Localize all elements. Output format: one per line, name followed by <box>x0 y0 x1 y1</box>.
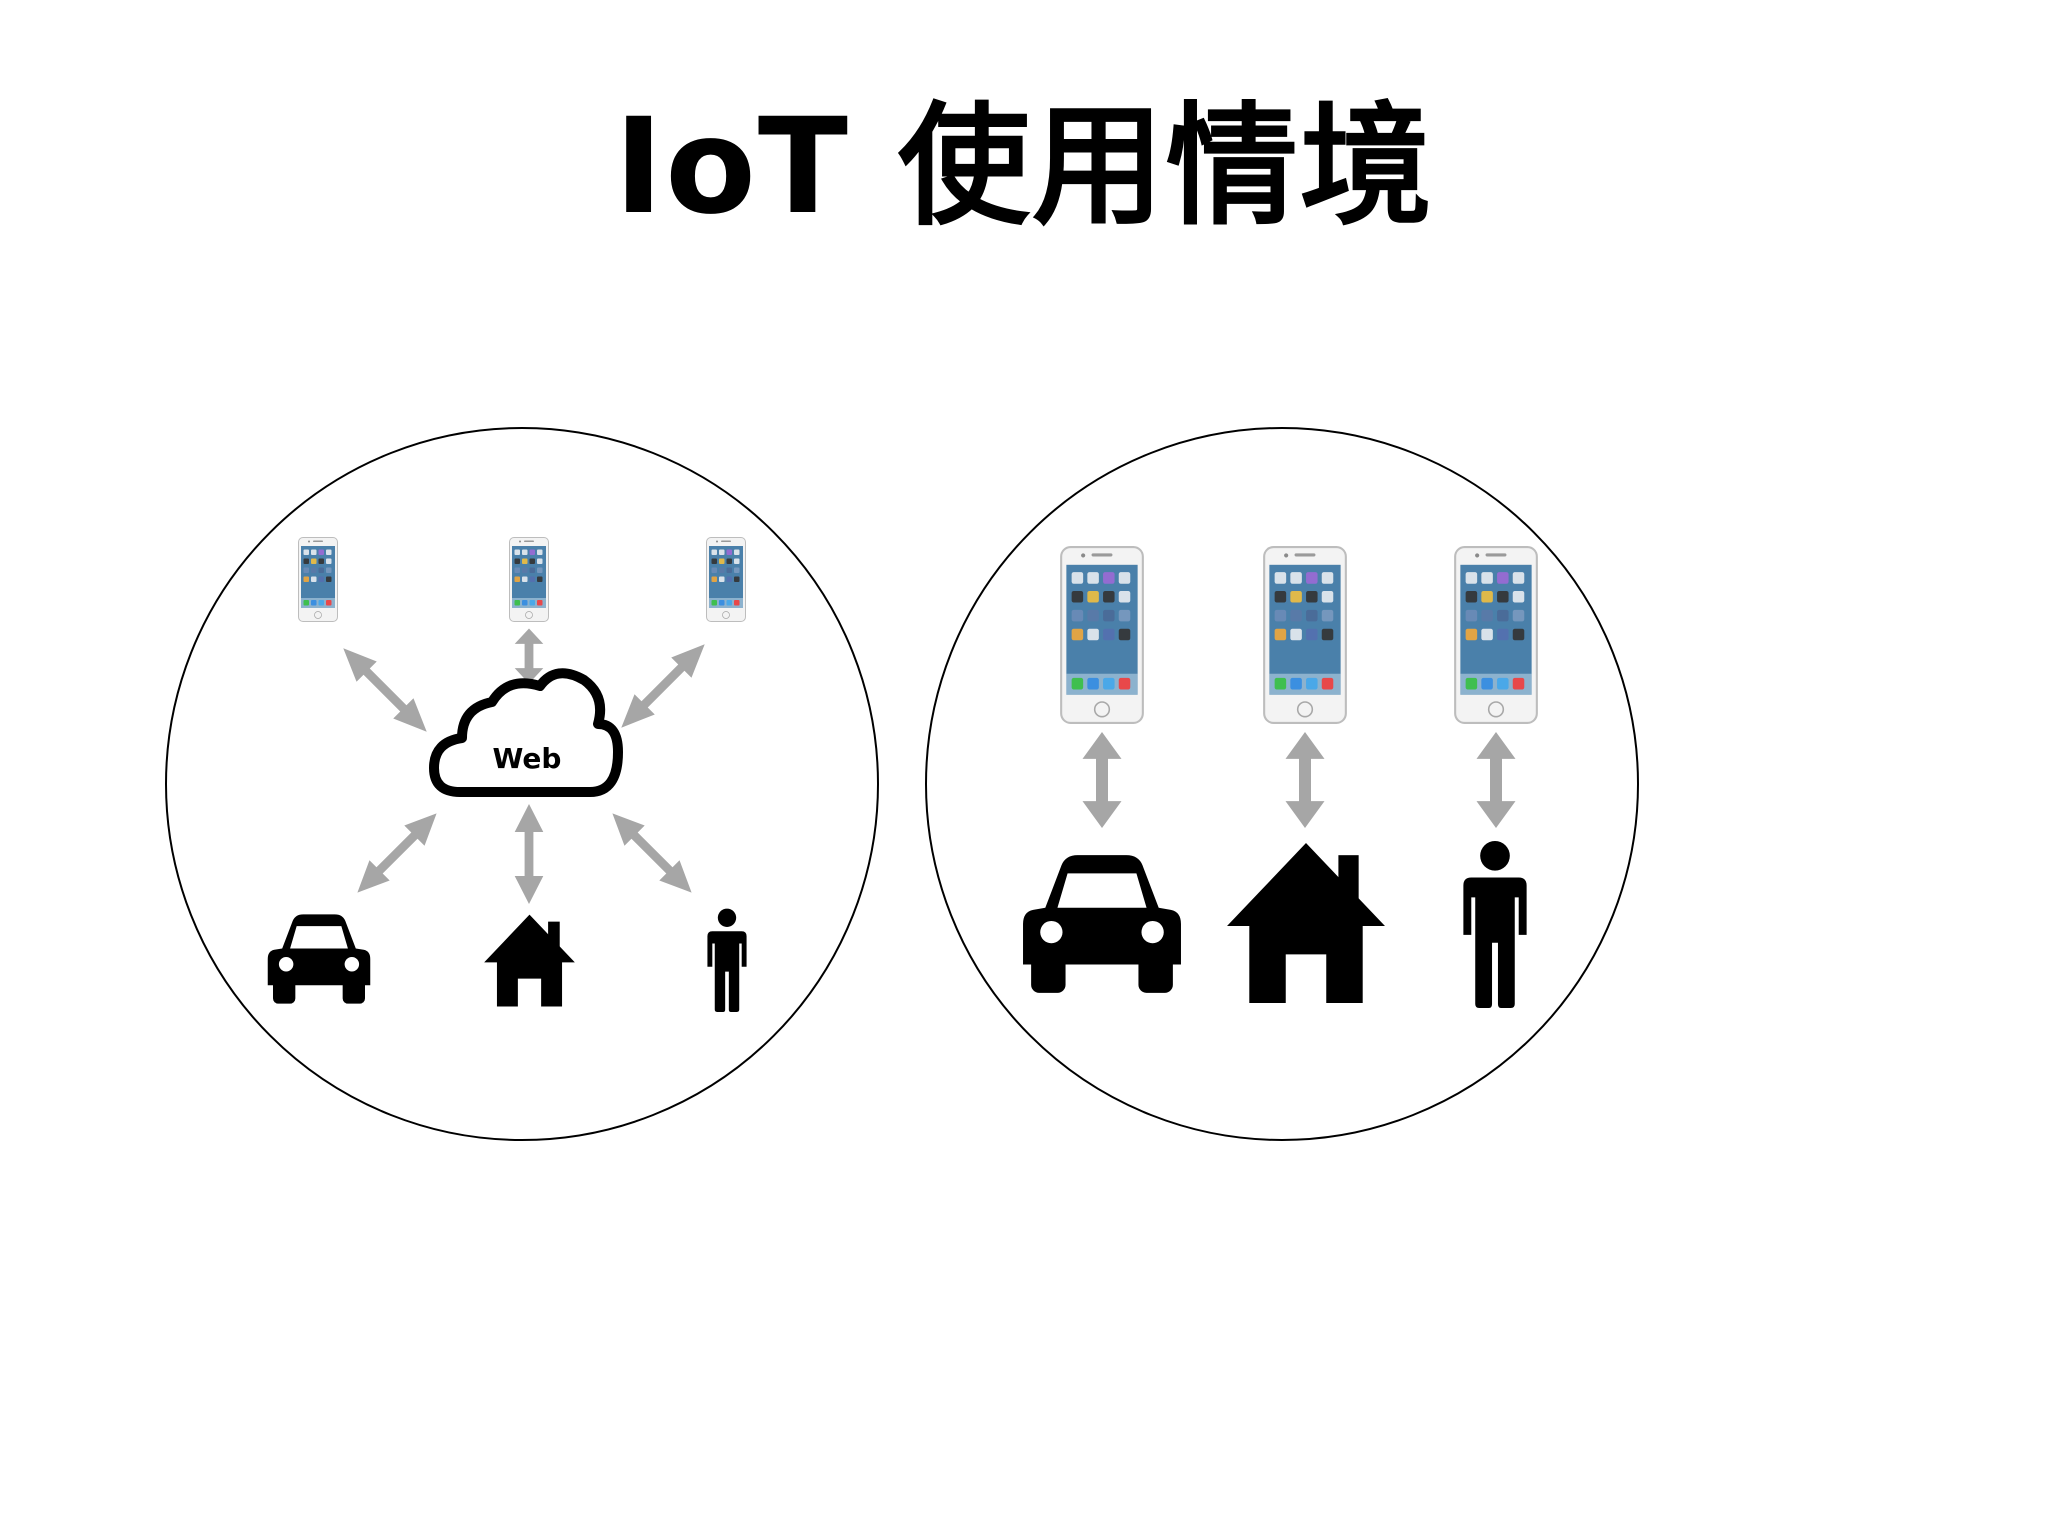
left-panel-outline <box>165 427 879 1141</box>
car-icon <box>267 914 371 1004</box>
car-icon <box>1023 855 1181 993</box>
smartphone-icon <box>1060 546 1144 724</box>
double-arrow-icon <box>514 804 544 904</box>
double-arrow-icon <box>1082 732 1122 828</box>
smartphone-icon <box>706 537 746 622</box>
left-panel: Web <box>165 427 879 1141</box>
double-arrow-icon <box>333 638 437 742</box>
right-panel-outline <box>925 427 1639 1141</box>
person-icon <box>1463 840 1527 1008</box>
house-icon <box>484 914 575 1007</box>
right-panel <box>925 427 1639 1141</box>
double-arrow-icon <box>611 634 715 738</box>
double-arrow-icon <box>602 803 702 903</box>
person-icon <box>707 908 747 1012</box>
double-arrow-icon <box>1285 732 1325 828</box>
smartphone-icon <box>1263 546 1347 724</box>
smartphone-icon <box>509 537 549 622</box>
page-title: IoT 使用情境 <box>614 90 1434 244</box>
house-icon <box>1227 843 1385 1003</box>
double-arrow-icon <box>347 803 447 903</box>
double-arrow-icon <box>514 628 544 684</box>
smartphone-icon <box>1454 546 1538 724</box>
cloud-icon <box>429 668 623 797</box>
smartphone-icon <box>298 537 338 622</box>
cloud-hub-label: Web <box>493 742 562 775</box>
double-arrow-icon <box>1476 732 1516 828</box>
